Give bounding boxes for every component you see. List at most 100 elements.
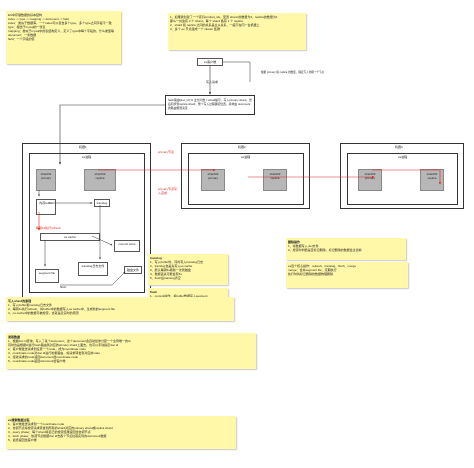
shard-box: shard03 primary [358,169,382,191]
note-line: 3、默认每隔5s刷新一次到磁盘 [150,268,191,272]
note-line: 4、接收请求的node返回document给coordinate node [8,355,79,359]
note-line: es四个核心操作：refresh、translog、flush、merge [288,264,357,268]
machine-3: 机器3 es进程 shard03 primary shard01 replica [340,143,464,209]
note-line: index -> type -> mapping -> document -> … [8,17,69,21]
replica-sync-arrow [372,169,442,185]
note-line: 1、如果我创建了一个索引product_idx，配置 shard 的数量为3，r… [170,15,278,19]
commit-point-label: commit point [118,242,136,246]
es-process-label: es进程 [398,155,408,159]
memory-buffer-label: 内存buffer [39,201,53,205]
note-line: 1、客户端发送请求到一个coordinate node [8,422,65,426]
segment-file: segment file [35,269,59,283]
shard-name: shard03 [269,172,281,176]
note-line: 3、os cache中的数据可被搜索，这就是近实时的原因 [8,311,79,315]
shard-name: shard03 [364,172,376,176]
shard-role: replica [95,176,105,180]
merge-note: es四个核心操作：refresh、translog、flush、merge me… [286,262,408,288]
disk-file-label: 磁盘文件 [126,268,139,272]
note-line: 3、query phase：每个shard将自己的搜索结果返回给协调节点 [8,430,91,434]
primary-label: primary节点 [158,150,175,154]
note-line: 2、translog也是先写入os cache [150,264,193,268]
note-line: 那么一共会有 3 个 shard，每个 shard 各有 1 个 replica [170,19,243,23]
read-data-note: 读取数据 1、根据doc id查询，写入了某个document，这个docume… [6,333,256,369]
note-line: 同时也是根据id进行hash路由到对应的primary shard上面去。也可以… [8,343,119,347]
note-line: merge：合并segment file，定期执行 [288,268,337,272]
translog-note-title: translog [150,256,162,260]
client-node-note: 根据 primary 和 replica 的数量，确定写入到哪一个节点 [261,71,325,74]
note-line: 3、coordinate node对doc id进行哈希路由，将请求转发到对应的… [8,351,100,355]
note-line: document：一条数据 [8,33,37,37]
shard-box: shard02 primary [201,169,225,191]
write-request-label: 写入请求 [206,80,219,84]
shard-role: primary [40,176,51,180]
es-process-1: es进程 shard01 primary shard02 replica 内存b… [29,153,145,293]
flush-label: flush [60,285,67,289]
es-client-box: es客户端 [197,58,223,66]
hash-route-box: hash路由(doc_id) % 主分片数 = shard编号，写入primar… [165,95,255,115]
es-client-label: es客户端 [203,60,217,64]
flush-note-title: flush [150,290,158,294]
note-line: 5、最终返回给客户端 [8,438,37,442]
note-line: 5、coordinate node返回document给客户端 [8,359,66,363]
note-line: 4、数据丢失可能会有5s [150,272,182,276]
shard-box: shard01 primary [36,169,56,191]
note-line: 1、将数据写入.del文件 [288,244,319,248]
note-line: 1、写入buffer和translog日志文件 [8,303,52,307]
note-line: field：一个字段的值 [8,37,35,41]
write-principle-note: 写入shard的原理 1、写入buffer和translog日志文件 2、每隔1… [6,297,234,321]
shard-role: primary [364,176,375,180]
translog-note: translog 1、写入buffer时，同时写入translog日志 2、tr… [148,254,228,285]
note-line: mapping：类似于mysql中的表结构定义，定义了type中每个字段的，什么… [8,29,115,33]
translog-file: translog日志文件 [78,262,108,276]
note-line: 3、多个 es 节点组成一个 cluster 集群 [170,27,221,31]
delete-note-title: 删除操作 [288,240,301,244]
search-data-note: es搜索数据过程 1、客户端发送请求到一个coordinate node 2、协… [6,416,236,449]
disk-file: 磁盘文件 [124,266,142,274]
os-cache-label: os cache [63,235,76,239]
note-line: type：相当于mysql的一张表 [8,25,46,29]
machine-2-label: 机器2 [238,145,246,149]
machine-1-label: 机器1 [79,145,87,149]
client-feedback-arrow [223,61,251,82]
note-line: 执行时将标记删除的数据物理删除 [288,272,334,276]
machine-2: 机器2 es进程 shard02 primary shard03 replica [181,143,310,209]
note-line: 2、shard 和 replica 之间的关系是主从关系，一般不在同一台机器上 [170,23,260,27]
note-line: 4、fetch phase：协调节点根据doc id去各个节点拉取实际的docu… [8,434,107,438]
note-line: 2、协调节点将搜索请求转发到所有的shard对应的primary shard或r… [8,426,113,430]
shard-name: shard02 [94,172,106,176]
es-process-label: es进程 [82,155,92,159]
cache-to-commit-arrow [91,235,113,246]
shard-box: shard03 replica [263,169,287,191]
flush-arrow [60,271,126,286]
shard-name: shard02 [207,172,219,176]
hash-to-machine1-arrow [58,104,165,165]
hash-route-text: hash路由(doc_id) % 主分片数 = shard编号，写入primar… [168,98,252,110]
note-line: 2、每隔1s执行refresh，将buffer中的数据写入os cache中，生… [8,307,115,311]
delete-note: 删除操作 1、将数据写入.del文件 2、搜索时判断是否标记删除，标记删除的数据… [286,238,406,260]
primary-done-label: primary节点写入完成 [158,187,178,195]
note-line: index：类似于数据库，一个index可以包含多个type，多个type之间字… [8,21,112,25]
translog-file-label: translog日志文件 [81,264,105,268]
es-process-2: es进程 shard02 primary shard03 replica [188,153,304,205]
es-process-label: es进程 [241,155,251,159]
shard-name: shard01 [40,172,52,176]
shard-role: primary [207,176,218,180]
translog-label: translog [96,201,108,205]
shard-role: replica [270,176,280,180]
machine-1: 机器1 es进程 shard01 primary shard02 replica… [22,143,151,298]
read-data-title: 读取数据 [8,335,21,339]
os-cache: os cache [40,233,100,241]
segment-file-label: segment file [38,271,56,275]
write-principle-title: 写入shard的原理 [8,299,32,303]
note-line: 2、搜索时判断是否标记删除，标记删除的数据会过滤掉 [288,248,362,252]
note-line: ES中存储数据的基本结构 [8,13,43,17]
note-line: 1、commit操作，将buffer数据写入segment [150,294,208,298]
note-line: 1、写入buffer时，同时写入translog日志 [150,260,203,264]
note-line: 5、flush后translog清空 [150,276,181,280]
note-line: 1、根据doc id查询，写入了某个document，这个document会自动… [8,339,131,343]
note-line: 2、客户端发送请求到任意一个node，成为coordinate node [8,347,86,351]
shard-name: shard01 [426,172,438,176]
refresh-label: 每隔1s执行refresh [36,226,61,230]
translog-box: translog [94,199,110,207]
